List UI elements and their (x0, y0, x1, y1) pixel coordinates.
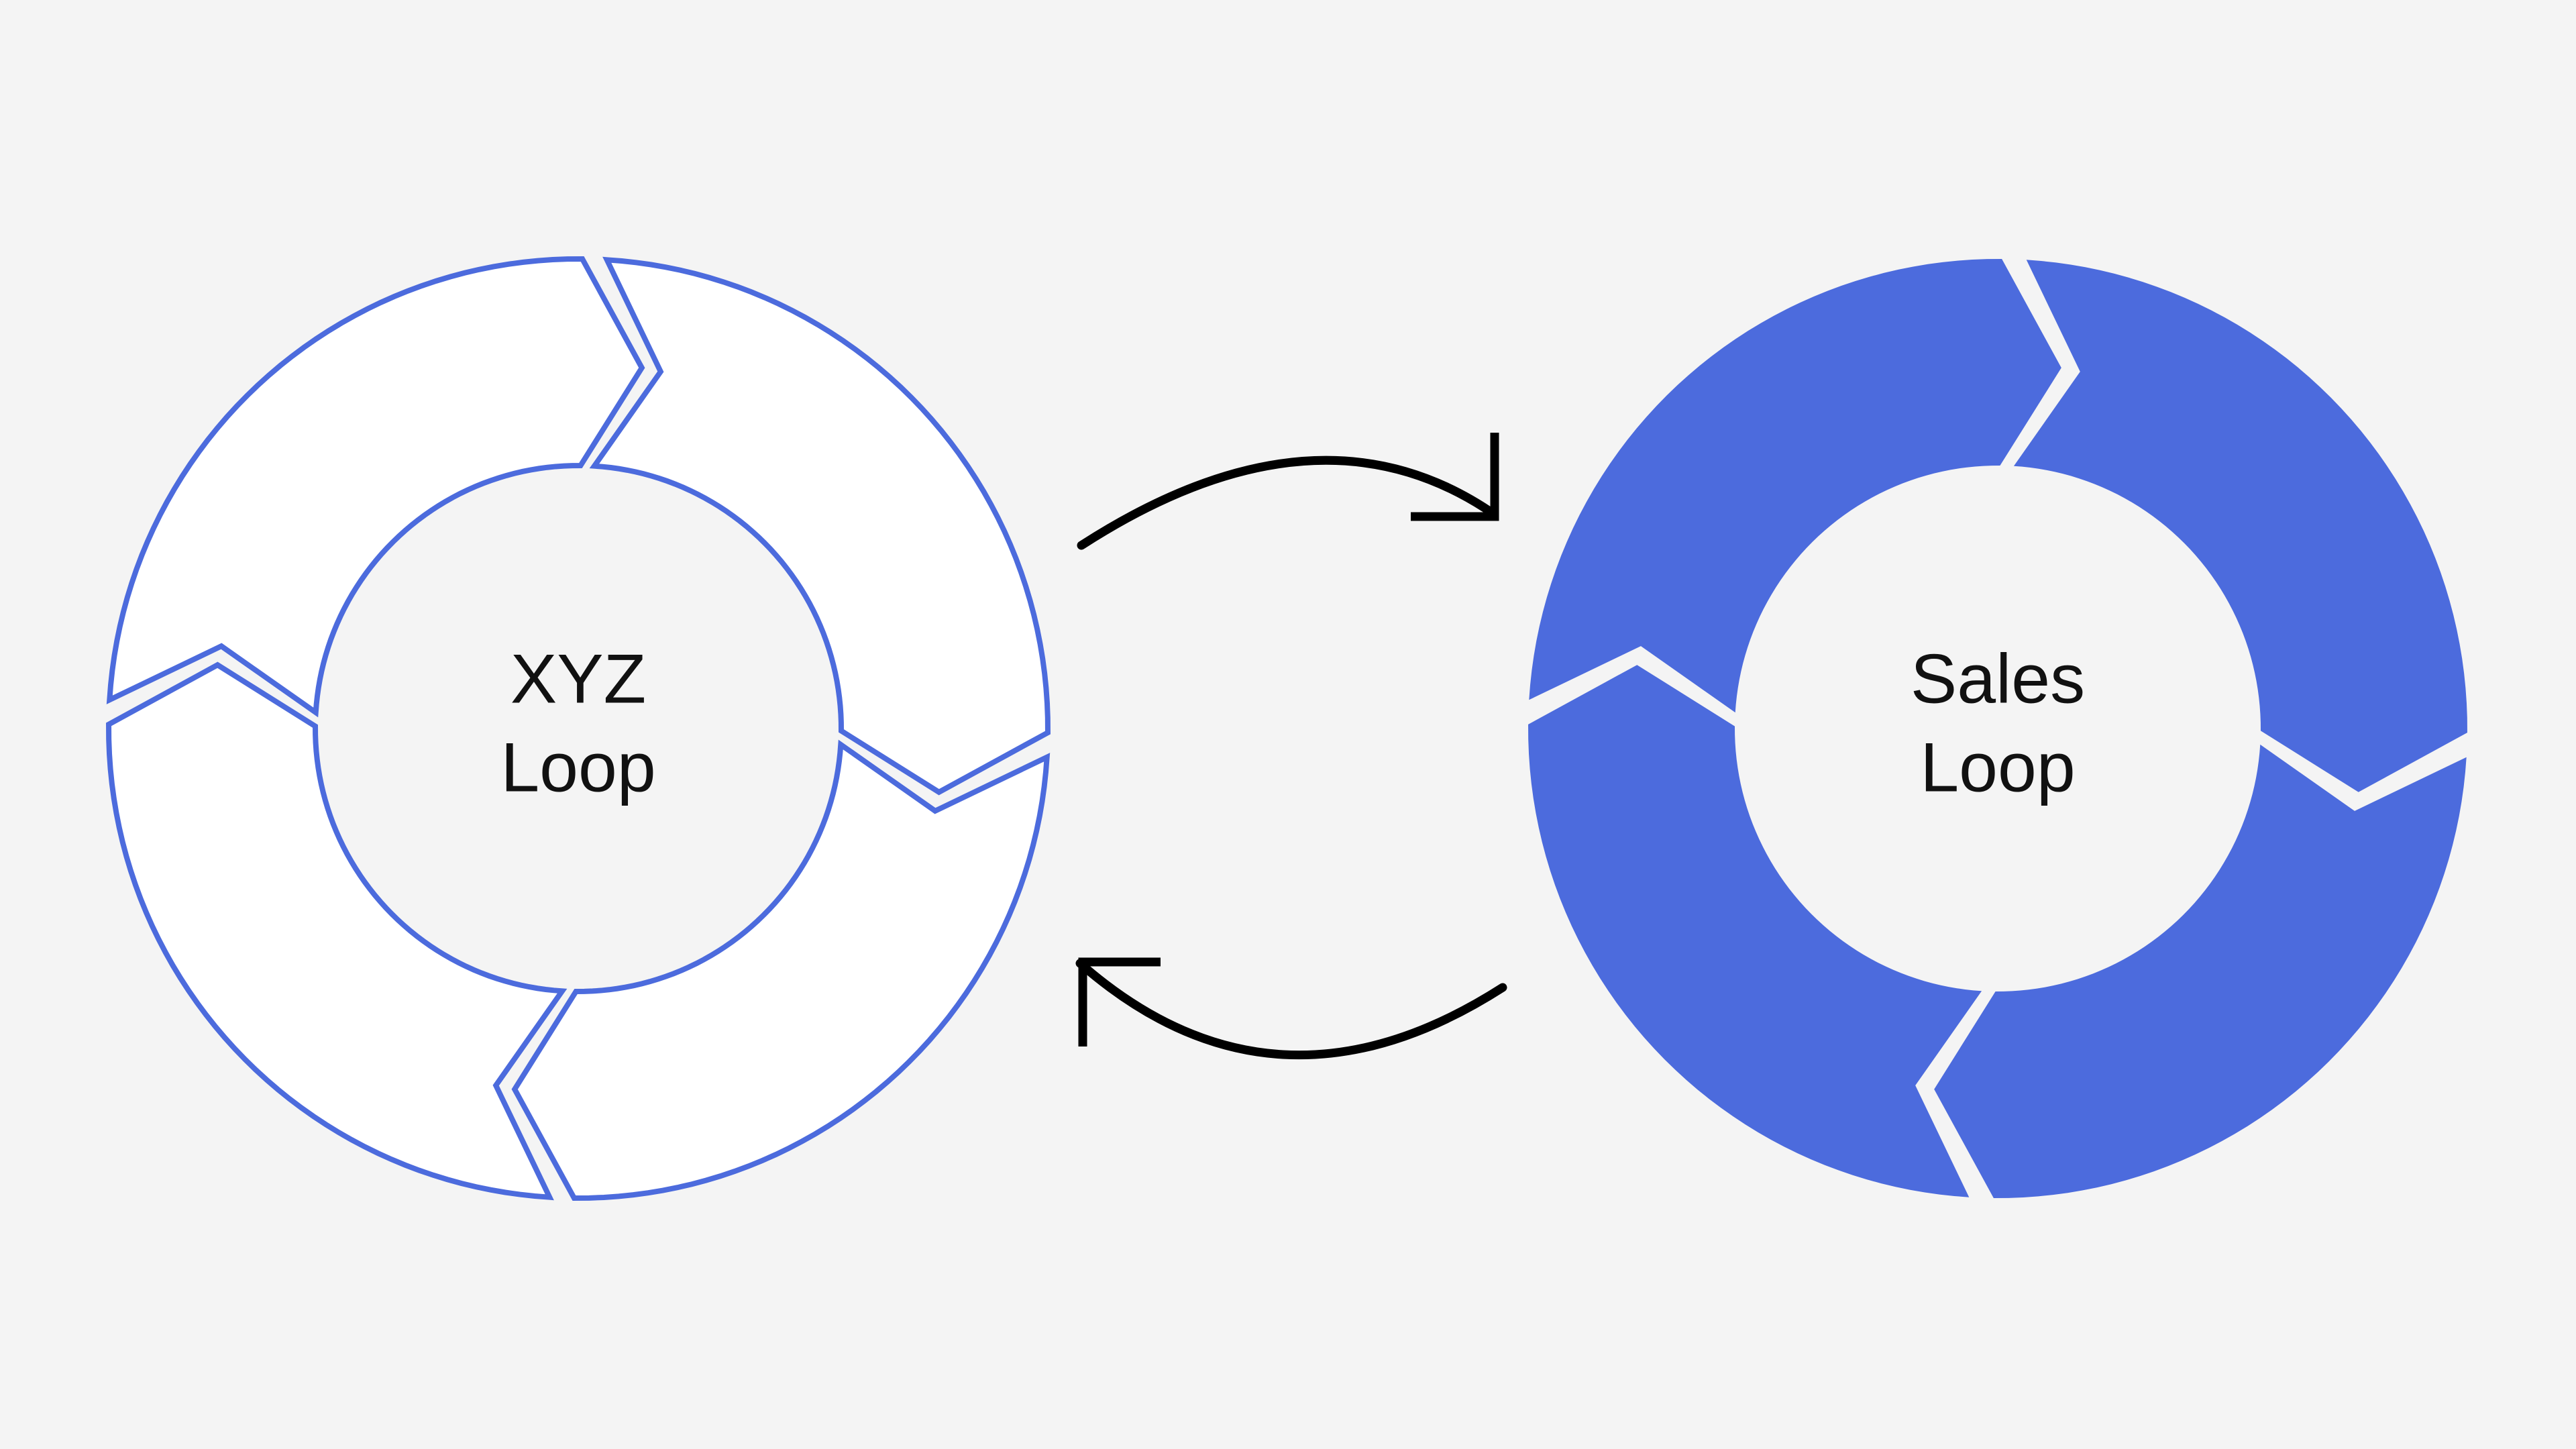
loop-title-line-2: Loop (1920, 729, 2075, 806)
loop-label-xyz-loop: XYZ Loop (500, 640, 655, 806)
loop-segment[interactable] (106, 256, 645, 718)
loop-segment[interactable] (106, 661, 568, 1201)
loop-title-line-2: Loop (500, 729, 655, 806)
loop-segment[interactable] (1529, 259, 2061, 713)
arrow-right-shaft (1077, 455, 1499, 550)
loop-title-line-1: XYZ (511, 640, 646, 718)
loop-segment[interactable] (1934, 744, 2467, 1198)
loop-segment[interactable] (511, 739, 1051, 1201)
arrow-left-icon (1075, 957, 1507, 1060)
loops-layer (106, 256, 2467, 1201)
arrow-right-icon (1077, 433, 1499, 550)
loop-segment[interactable] (1528, 665, 1982, 1197)
arrow-left-shaft (1075, 959, 1507, 1060)
loop-segment[interactable] (589, 256, 1051, 796)
loop-segment[interactable] (2013, 260, 2467, 792)
arrow-right-head (1411, 433, 1499, 521)
loop-xyz-loop[interactable] (106, 256, 1051, 1201)
loop-title-line-1: Sales (1911, 640, 2085, 718)
loop-sales-loop[interactable] (1528, 259, 2467, 1198)
connectors-layer (1075, 433, 1507, 1060)
arrow-left-head (1078, 957, 1161, 1046)
